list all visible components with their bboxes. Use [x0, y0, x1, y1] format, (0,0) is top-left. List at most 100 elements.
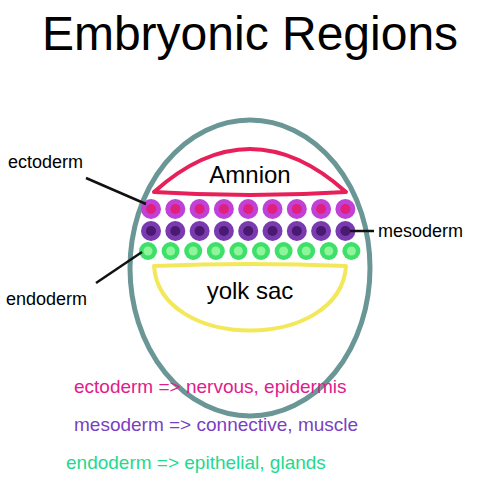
cell: [275, 242, 293, 260]
cell-nucleus: [146, 226, 156, 236]
cell-nucleus: [189, 247, 198, 256]
cell-body: [287, 199, 307, 219]
leader-line: [96, 252, 142, 283]
cell: [342, 242, 360, 260]
cell-body: [190, 221, 210, 241]
fate-note: ectoderm => nervous, epidermis: [74, 375, 346, 399]
cell-nucleus: [170, 226, 180, 236]
cell-body: [184, 242, 202, 260]
cell-body: [141, 221, 161, 241]
cell-layers: [139, 199, 360, 260]
cell-nucleus: [195, 226, 205, 236]
cell-nucleus: [302, 247, 311, 256]
cell-body: [238, 221, 258, 241]
cell-body: [190, 199, 210, 219]
cell-body: [214, 221, 234, 241]
cell-nucleus: [195, 204, 205, 214]
cell-body: [311, 221, 331, 241]
cell: [287, 221, 307, 241]
yolk-sac: yolk sac: [150, 262, 350, 336]
cell-nucleus: [146, 204, 156, 214]
cell: [238, 199, 258, 219]
cell-nucleus: [316, 204, 326, 214]
cell-nucleus: [211, 247, 220, 256]
fate-note: mesoderm => connective, muscle: [74, 413, 358, 437]
cell-nucleus: [340, 204, 350, 214]
cell-body: [335, 199, 355, 219]
cell: [263, 221, 283, 241]
cell: [141, 221, 161, 241]
leader-line: [350, 230, 374, 233]
cell-nucleus: [170, 204, 180, 214]
cell-row: [141, 199, 355, 219]
cell: [184, 242, 202, 260]
cell-row: [141, 221, 355, 241]
cell: [238, 221, 258, 241]
cell-body: [165, 221, 185, 241]
cell-body: [139, 242, 157, 260]
cell-body: [229, 242, 247, 260]
cell-row: [139, 242, 360, 260]
cell: [311, 199, 331, 219]
leader-line: [86, 178, 146, 204]
cell-nucleus: [144, 247, 153, 256]
cell-body: [297, 242, 315, 260]
embryo-outline: [130, 120, 370, 416]
cell-nucleus: [219, 204, 229, 214]
cell: [165, 221, 185, 241]
layer-label: endoderm: [6, 287, 87, 311]
cell-nucleus: [347, 247, 356, 256]
cell-nucleus: [268, 204, 278, 214]
cell-nucleus: [324, 247, 333, 256]
cell-nucleus: [257, 247, 266, 256]
cell: [207, 242, 225, 260]
cell: [287, 199, 307, 219]
cell-body: [238, 199, 258, 219]
cell: [139, 242, 157, 260]
cell-nucleus: [292, 226, 302, 236]
cell: [165, 199, 185, 219]
cell-body: [165, 199, 185, 219]
node-label: yolk sac: [150, 278, 350, 304]
cell: [263, 199, 283, 219]
layer-label: ectoderm: [8, 150, 83, 174]
cell-body: [311, 199, 331, 219]
cell-body: [263, 221, 283, 241]
cell: [214, 221, 234, 241]
layer-label: mesoderm: [378, 219, 463, 243]
cell: [190, 199, 210, 219]
cell-nucleus: [243, 226, 253, 236]
cell-body: [207, 242, 225, 260]
cell-body: [342, 242, 360, 260]
amnion-sac: Amnion: [150, 146, 350, 198]
cell-body: [252, 242, 270, 260]
cell: [311, 221, 331, 241]
fate-note: endoderm => epithelial, glands: [66, 451, 326, 475]
cell-body: [263, 199, 283, 219]
cell-nucleus: [340, 226, 350, 236]
cell-body: [214, 199, 234, 219]
cell-nucleus: [243, 204, 253, 214]
cell-nucleus: [219, 226, 229, 236]
cell: [190, 221, 210, 241]
cell: [320, 242, 338, 260]
cell: [229, 242, 247, 260]
cell: [297, 242, 315, 260]
cell-nucleus: [268, 226, 278, 236]
node-label: Amnion: [150, 162, 350, 188]
cell-nucleus: [279, 247, 288, 256]
cell: [335, 199, 355, 219]
diagram-title: Embryonic Regions: [0, 6, 500, 62]
cell-body: [162, 242, 180, 260]
cell: [252, 242, 270, 260]
cell: [162, 242, 180, 260]
cell-body: [320, 242, 338, 260]
cell-nucleus: [292, 204, 302, 214]
cell-body: [275, 242, 293, 260]
cell: [214, 199, 234, 219]
cell-nucleus: [166, 247, 175, 256]
cell-nucleus: [234, 247, 243, 256]
cell-body: [287, 221, 307, 241]
cell-nucleus: [316, 226, 326, 236]
